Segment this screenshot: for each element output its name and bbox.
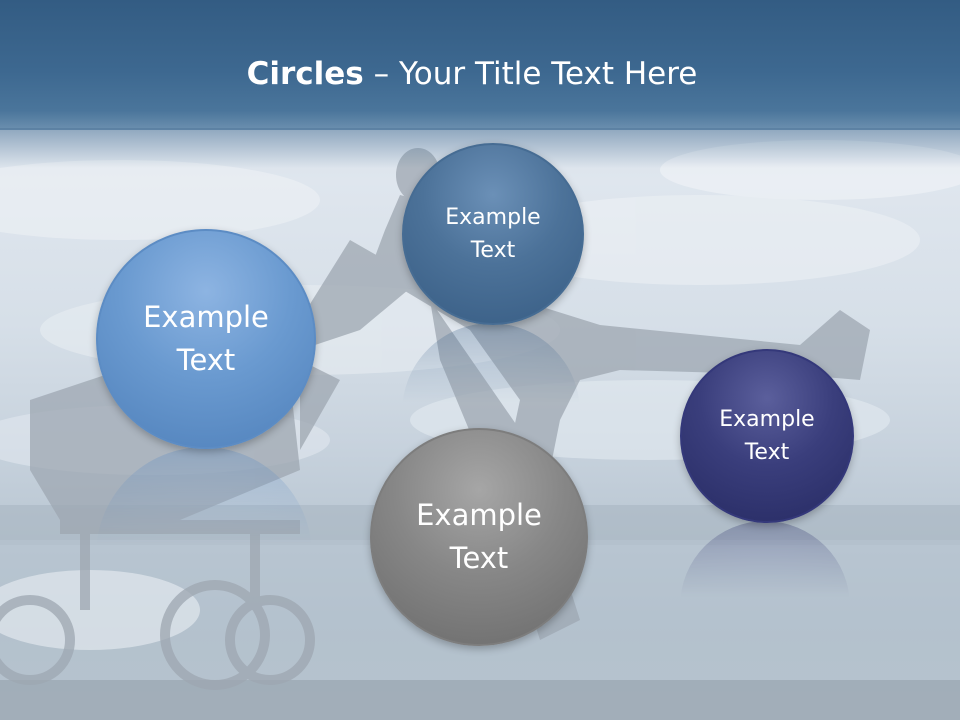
circle-gray[interactable]: Example Text: [370, 428, 588, 646]
circle-text-line1: Example: [719, 407, 815, 432]
circle-text: Example Text: [445, 201, 540, 267]
circle-reflection: [680, 521, 850, 691]
circle-text: Example Text: [416, 494, 542, 581]
circle-navy[interactable]: Example Text: [680, 349, 854, 523]
circle-reflection: [96, 447, 312, 663]
circle-text: Example Text: [719, 403, 814, 469]
circle-text-line2: Text: [744, 440, 790, 465]
slide-title-rest: – Your Title Text Here: [363, 56, 698, 92]
title-bar: [0, 0, 960, 130]
circle-text-line2: Text: [470, 238, 516, 263]
circle-steel-blue[interactable]: Example Text: [402, 143, 584, 325]
ground: [0, 680, 960, 720]
circle-light-blue[interactable]: Example Text: [96, 229, 316, 449]
circle-text-line1: Example: [416, 497, 542, 532]
slide-title-bold: Circles: [246, 56, 364, 92]
circle-text-line2: Text: [176, 343, 236, 377]
circle-text-line1: Example: [143, 299, 269, 334]
slide-title: Circles – Your Title Text Here: [0, 52, 944, 96]
circle-text: Example Text: [143, 296, 269, 383]
circle-text-line1: Example: [445, 205, 541, 230]
circle-text-line2: Text: [449, 541, 509, 575]
